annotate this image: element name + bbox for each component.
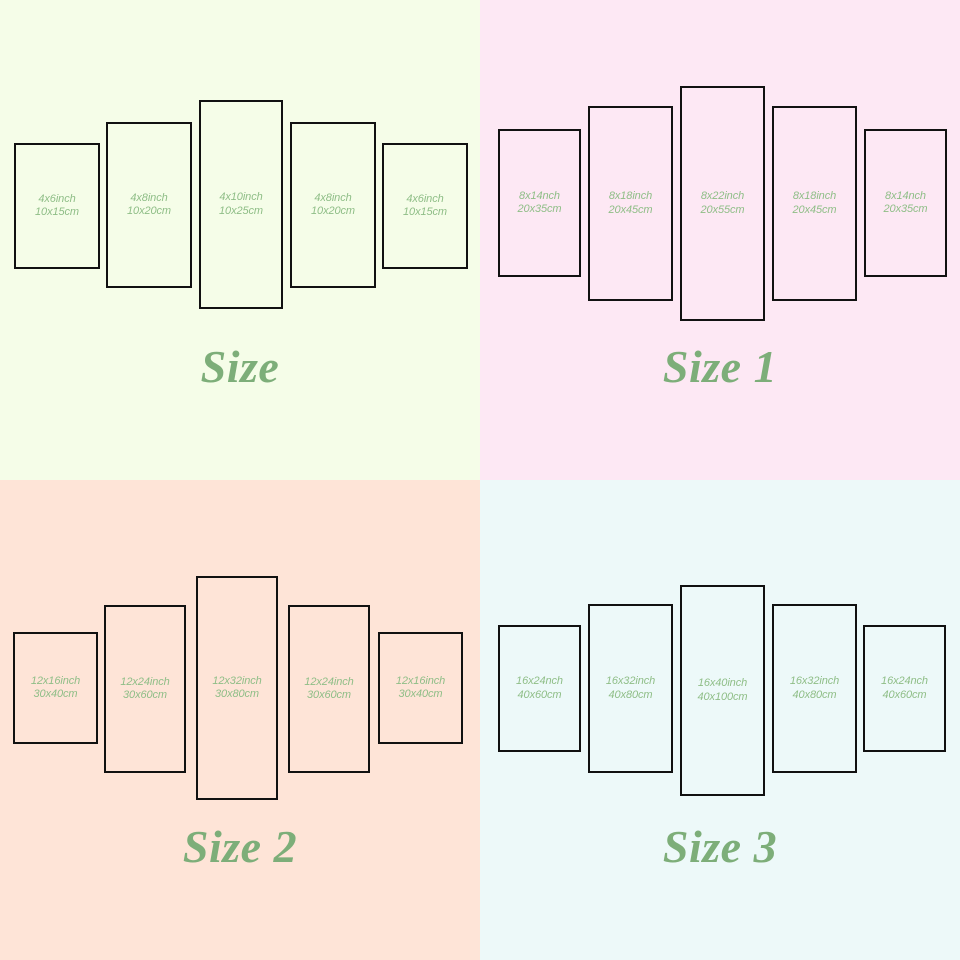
label-inches: 16x40inch [697,677,748,690]
heading-size-0: Size [200,341,280,392]
label-inches: 4x8inch [314,191,352,204]
label-centimeters: 30x60cm [123,689,167,701]
heading-size-2: Size 2 [182,821,298,872]
label-inches: 12x32inch [212,674,262,687]
label-inches: 16x32inch [605,675,656,688]
label-inches: 4x10inch [219,191,263,204]
label-centimeters: 10x15cm [403,206,447,218]
label-inches: 8x18inch [792,190,837,203]
label-centimeters: 20x35cm [517,203,562,215]
label-inches: 8x14nch [885,189,926,202]
label-centimeters: 40x80cm [608,688,653,701]
label-centimeters: 40x100cm [697,690,748,703]
label-inches: 12x16inch [395,674,446,687]
label-inches: 8x14nch [519,189,560,202]
label-centimeters: 10x15cm [35,206,79,218]
label-centimeters: 20x45cm [792,203,837,216]
label-inches: 4x8inch [130,191,168,204]
label-inches: 16x32inch [789,675,840,688]
label-inches: 12x16inch [30,674,81,687]
label-inches: 12x24inch [304,675,354,688]
label-centimeters: 40x60cm [882,688,927,701]
heading-size-3: Size 3 [662,821,778,872]
label-inches: 16x24nch [881,675,928,688]
label-inches: 16x24nch [516,675,563,688]
label-centimeters: 30x60cm [307,689,351,701]
label-inches: 4x6inch [406,192,444,205]
label-inches: 12x24inch [120,675,170,688]
label-centimeters: 30x40cm [398,688,443,700]
heading-size-1: Size 1 [662,341,778,392]
label-centimeters: 30x80cm [215,688,259,700]
label-centimeters: 40x80cm [792,688,837,701]
label-inches: 8x22inch [700,190,745,203]
label-centimeters: 10x25cm [219,204,263,217]
label-inches: 8x18inch [608,190,653,203]
label-centimeters: 10x20cm [311,205,355,217]
label-inches: 4x6inch [38,192,76,205]
label-centimeters: 10x20cm [127,205,171,217]
label-centimeters: 20x45cm [608,203,653,216]
label-centimeters: 20x55cm [700,203,745,216]
label-centimeters: 40x60cm [517,688,562,701]
label-centimeters: 30x40cm [33,688,78,700]
label-centimeters: 20x35cm [883,203,928,215]
